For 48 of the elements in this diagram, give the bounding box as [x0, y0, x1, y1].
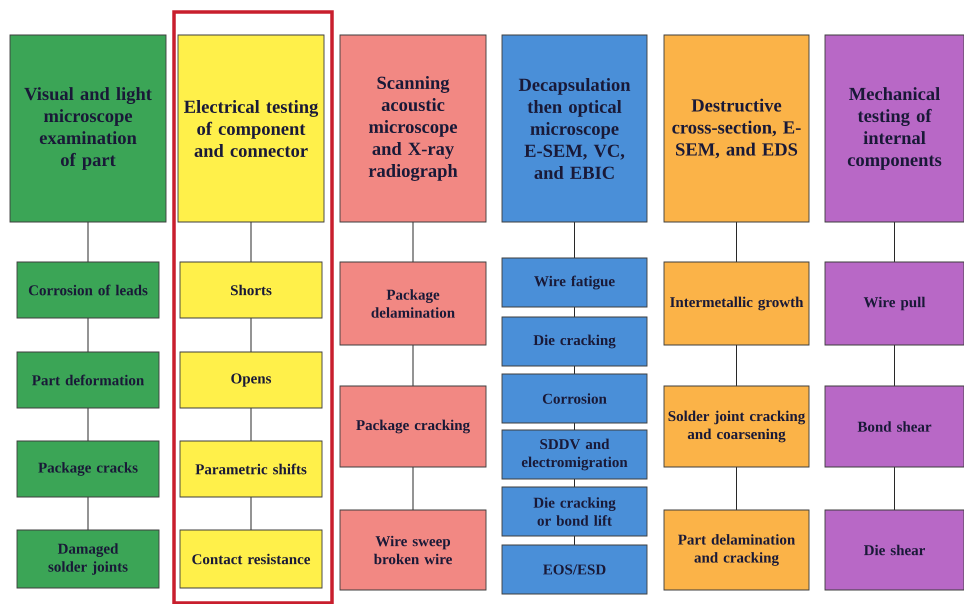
connector-line	[412, 466, 414, 510]
failure-box: Damaged solder joints	[16, 530, 160, 588]
failure-box: Bond shear	[824, 386, 964, 468]
failure-box: Corrosion	[502, 374, 648, 424]
connector-line	[894, 466, 895, 510]
failure-box: SDDV and electromigration	[502, 430, 648, 480]
method-box: Destructive cross-section, E-SEM, and EDS	[664, 34, 810, 222]
failure-box: Opens	[180, 352, 322, 408]
connector-line	[574, 222, 575, 258]
connector-line	[574, 478, 575, 488]
failure-box: Wire fatigue	[502, 258, 648, 308]
failure-box: Part delamination and cracking	[664, 510, 810, 590]
failure-box: Die cracking or bond lift	[502, 486, 648, 536]
connector-line	[894, 344, 895, 386]
connector-line	[250, 318, 252, 352]
connector-line	[412, 344, 414, 386]
failure-box: Package cracks	[16, 440, 160, 498]
connector-line	[574, 366, 575, 374]
failure-box: Parametric shifts	[180, 440, 322, 498]
failure-box: Solder joint cracking and coarsening	[664, 386, 810, 468]
method-box: Scanning acoustic microscope and X-ray radiograph	[340, 34, 486, 222]
method-box: Visual and light microscope examination of part	[10, 34, 166, 222]
failure-box: Corrosion of leads	[16, 262, 160, 318]
connector-line	[412, 222, 414, 262]
failure-box: Shorts	[180, 262, 322, 318]
connector-line	[894, 222, 895, 262]
failure-box: Intermetallic growth	[664, 262, 810, 346]
connector-line	[250, 408, 252, 442]
connector-line	[574, 422, 575, 430]
failure-box: Wire pull	[824, 262, 964, 346]
connector-line	[736, 222, 737, 262]
failure-box: EOS/ESD	[502, 544, 648, 594]
failure-box: Contact resistance	[180, 530, 322, 588]
connector-line	[250, 496, 252, 530]
connector-line	[574, 536, 575, 546]
failure-box: Part deformation	[16, 352, 160, 408]
method-box: Mechanical testing of internal components	[824, 34, 964, 222]
method-box: Electrical testing of component and connector	[178, 34, 324, 222]
connector-line	[574, 306, 575, 318]
method-box: Decapsulation then optical microscope E-SEM, VC, and EBIC	[502, 34, 648, 222]
failure-box: Package cracking	[340, 386, 486, 468]
connector-line	[250, 222, 252, 262]
failure-box: Die cracking	[502, 316, 648, 366]
connector-line	[736, 466, 737, 510]
failure-box: Package delamination	[340, 262, 486, 346]
failure-box: Wire sweep broken wire	[340, 510, 486, 590]
failure-box: Die shear	[824, 510, 964, 590]
connector-line	[736, 344, 737, 386]
